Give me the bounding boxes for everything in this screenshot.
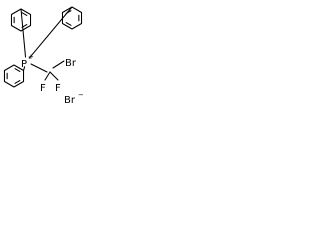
ring-double-bond bbox=[65, 22, 72, 26]
bond-c-f2 bbox=[49, 71, 59, 81]
bond-ring-to-phosphorus bbox=[20, 8, 27, 58]
phosphorus-charge: + bbox=[28, 53, 34, 61]
atom-fluorine-1: F bbox=[40, 83, 46, 94]
ring-outline bbox=[10, 8, 32, 32]
bromide-charge: − bbox=[78, 91, 84, 99]
p-to-c-bond bbox=[30, 63, 48, 73]
cf2-substituent-bonds bbox=[44, 60, 65, 81]
bond-ring-to-phosphorus bbox=[28, 6, 73, 59]
ring-outline bbox=[61, 6, 83, 30]
bond-p-cf2 bbox=[30, 63, 48, 73]
atom-bromine-bonded: Br bbox=[65, 58, 77, 69]
atom-phosphorus: P bbox=[21, 59, 27, 70]
bond-c-br bbox=[52, 60, 65, 69]
chemical-structure: P + Br F F Br − bbox=[3, 6, 84, 106]
phenyl-ring-top-right bbox=[28, 6, 83, 59]
ring-double-bond bbox=[14, 80, 21, 84]
phenyl-ring-top-left bbox=[10, 8, 32, 58]
atom-fluorine-2: F bbox=[55, 83, 61, 94]
phenyl-rings bbox=[3, 6, 83, 88]
phenyl-ring-left bbox=[3, 64, 26, 88]
atom-bromide-ion: Br bbox=[64, 95, 76, 106]
bond-ring-to-phosphorus bbox=[23, 66, 26, 72]
ring-double-bond bbox=[14, 68, 21, 72]
ring-double-bond bbox=[21, 12, 28, 16]
bond-c-f1 bbox=[44, 71, 51, 81]
